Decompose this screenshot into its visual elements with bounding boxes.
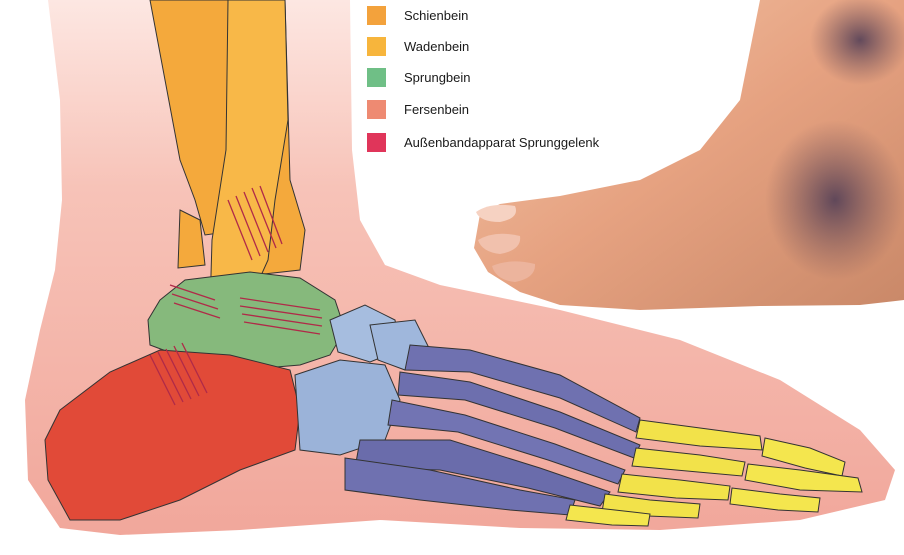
legend-item-sprungbein: Sprungbein <box>367 66 471 88</box>
legend: Schienbein Wadenbein Sprungbein Fersenbe… <box>367 0 667 170</box>
legend-swatch-fersenbein <box>367 100 386 119</box>
photo-bruise <box>765 120 904 280</box>
legend-item-aussenband: Außenbandapparat Sprunggelenk <box>367 131 599 153</box>
legend-label-schienbein: Schienbein <box>404 8 468 23</box>
legend-label-fersenbein: Fersenbein <box>404 102 469 117</box>
legend-label-wadenbein: Wadenbein <box>404 39 469 54</box>
legend-label-sprungbein: Sprungbein <box>404 70 471 85</box>
legend-swatch-aussenband <box>367 133 386 152</box>
legend-swatch-wadenbein <box>367 37 386 56</box>
legend-item-wadenbein: Wadenbein <box>367 35 469 57</box>
legend-label-aussenband: Außenbandapparat Sprunggelenk <box>404 135 599 150</box>
legend-swatch-sprungbein <box>367 68 386 87</box>
legend-swatch-schienbein <box>367 6 386 25</box>
legend-item-schienbein: Schienbein <box>367 4 468 26</box>
legend-item-fersenbein: Fersenbein <box>367 98 469 120</box>
